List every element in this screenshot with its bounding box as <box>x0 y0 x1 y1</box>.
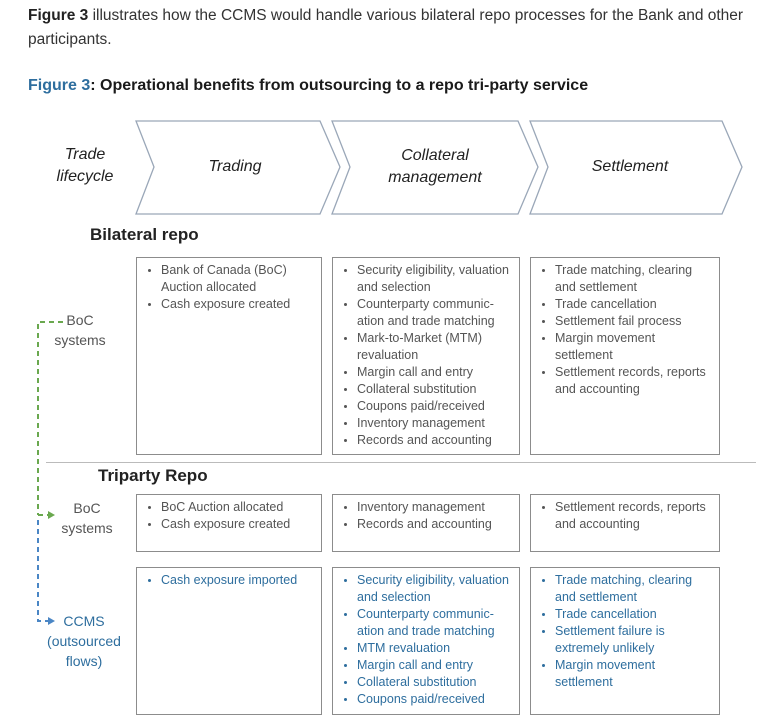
list-item: Cash exposure created <box>161 296 317 313</box>
list-item: Margin movement settlement <box>555 330 715 364</box>
figure-title: Figure 3: Operational benefits from outs… <box>28 77 588 95</box>
intro-text: illustrates how the CCMS would handle va… <box>28 7 744 48</box>
list-item: Cash exposure created <box>161 516 317 533</box>
trade-lifecycle-line2: lifecycle <box>56 168 114 185</box>
figure-title-text: : Operational benefits from outsourcing … <box>90 77 589 94</box>
list-item: Margin movement settlement <box>555 657 715 691</box>
triparty-ccms-row-label-line1: CCMS <box>63 613 105 629</box>
list-item: Records and accounting <box>357 516 515 533</box>
green-arrow-head-icon <box>48 511 55 519</box>
stage-trading-text: Trading <box>208 158 262 175</box>
list-item: Security eligibility, valuation and sele… <box>357 262 515 296</box>
list-item: Counterparty communic-ation and trade ma… <box>357 296 515 330</box>
triparty-ccms-row-label-line2: (outsourced <box>47 633 121 649</box>
triparty-boc-collateral-box: Inventory managementRecords and accounti… <box>332 494 520 552</box>
triparty-boc-row-label: BoC systems <box>52 498 122 538</box>
list-item: Bank of Canada (BoC) Auction allocated <box>161 262 317 296</box>
bilateral-settlement-box: Trade matching, clearing and settlementT… <box>530 257 720 455</box>
triparty-boc-settlement-list: Settlement records, reports and accounti… <box>531 495 719 533</box>
list-item: Inventory management <box>357 499 515 516</box>
triparty-title: Triparty Repo <box>98 466 208 485</box>
list-item: Security eligibility, valuation and sele… <box>357 572 515 606</box>
chevron-trading <box>135 120 341 215</box>
list-item: Settlement fail process <box>555 313 715 330</box>
triparty-ccms-row-label-line3: flows) <box>65 653 103 669</box>
connector-green-main <box>37 321 63 515</box>
list-item: Trade matching, clearing and settlement <box>555 262 715 296</box>
blue-arrow-head-icon <box>48 617 55 625</box>
list-item: Settlement records, reports and accounti… <box>555 364 715 398</box>
list-item: Mark-to-Market (MTM) revaluation <box>357 330 515 364</box>
bilateral-collateral-list: Security eligibility, valuation and sele… <box>333 258 519 449</box>
list-item: Coupons paid/received <box>357 398 515 415</box>
bilateral-row-label-line1: BoC <box>66 312 94 328</box>
stage-settlement-text: Settlement <box>591 158 669 175</box>
list-item: MTM revaluation <box>357 640 515 657</box>
stage-settlement-label: Settlement <box>555 156 705 178</box>
triparty-boc-settlement-box: Settlement records, reports and accounti… <box>530 494 720 552</box>
list-item: Collateral substitution <box>357 674 515 691</box>
stage-trading-label: Trading <box>160 156 310 178</box>
triparty-boc-row-label-line1: BoC <box>73 500 101 516</box>
connector-blue-main <box>37 520 48 622</box>
trade-lifecycle-label: Trade lifecycle <box>30 144 140 188</box>
section-divider <box>46 462 756 463</box>
triparty-boc-trading-list: BoC Auction allocatedCash exposure creat… <box>137 495 321 533</box>
figure-number: Figure 3 <box>28 77 91 94</box>
stage-collateral-line2: management <box>388 169 482 186</box>
list-item: Inventory management <box>357 415 515 432</box>
bilateral-collateral-box: Security eligibility, valuation and sele… <box>332 257 520 455</box>
chevron-settlement <box>529 120 743 215</box>
triparty-boc-trading-box: BoC Auction allocatedCash exposure creat… <box>136 494 322 552</box>
list-item: Margin call and entry <box>357 657 515 674</box>
list-item: Coupons paid/received <box>357 691 515 708</box>
stage-collateral-label: Collateral management <box>350 145 520 189</box>
bilateral-row-label: BoC systems <box>40 310 120 350</box>
chevron-collateral <box>331 120 539 215</box>
triparty-ccms-row-label: CCMS (outsourced flows) <box>34 611 134 671</box>
trade-lifecycle-line1: Trade <box>64 146 106 163</box>
bilateral-trading-box: Bank of Canada (BoC) Auction allocatedCa… <box>136 257 322 455</box>
intro-paragraph: Figure 3 illustrates how the CCMS would … <box>28 4 748 52</box>
list-item: Trade cancellation <box>555 606 715 623</box>
list-item: Records and accounting <box>357 432 515 449</box>
list-item: Trade matching, clearing and settlement <box>555 572 715 606</box>
list-item: Settlement records, reports and accounti… <box>555 499 715 533</box>
bilateral-settlement-list: Trade matching, clearing and settlementT… <box>531 258 719 398</box>
triparty-ccms-trading-list: Cash exposure imported <box>137 568 321 589</box>
list-item: BoC Auction allocated <box>161 499 317 516</box>
triparty-ccms-collateral-box: Security eligibility, valuation and sele… <box>332 567 520 715</box>
triparty-ccms-collateral-list: Security eligibility, valuation and sele… <box>333 568 519 708</box>
list-item: Settlement failure is extremely unlikely <box>555 623 715 657</box>
list-item: Trade cancellation <box>555 296 715 313</box>
list-item: Counterparty communic-ation and trade ma… <box>357 606 515 640</box>
triparty-boc-collateral-list: Inventory managementRecords and accounti… <box>333 495 519 533</box>
list-item: Collateral substitution <box>357 381 515 398</box>
bilateral-title: Bilateral repo <box>90 225 199 244</box>
list-item: Cash exposure imported <box>161 572 317 589</box>
triparty-ccms-settlement-box: Trade matching, clearing and settlementT… <box>530 567 720 715</box>
stage-collateral-line1: Collateral <box>401 147 469 164</box>
bilateral-trading-list: Bank of Canada (BoC) Auction allocatedCa… <box>137 258 321 313</box>
intro-figure-ref: Figure 3 <box>28 7 89 24</box>
triparty-boc-row-label-line2: systems <box>61 520 113 536</box>
bilateral-row-label-line2: systems <box>54 332 106 348</box>
list-item: Margin call and entry <box>357 364 515 381</box>
triparty-ccms-trading-box: Cash exposure imported <box>136 567 322 715</box>
triparty-ccms-settlement-list: Trade matching, clearing and settlementT… <box>531 568 719 691</box>
